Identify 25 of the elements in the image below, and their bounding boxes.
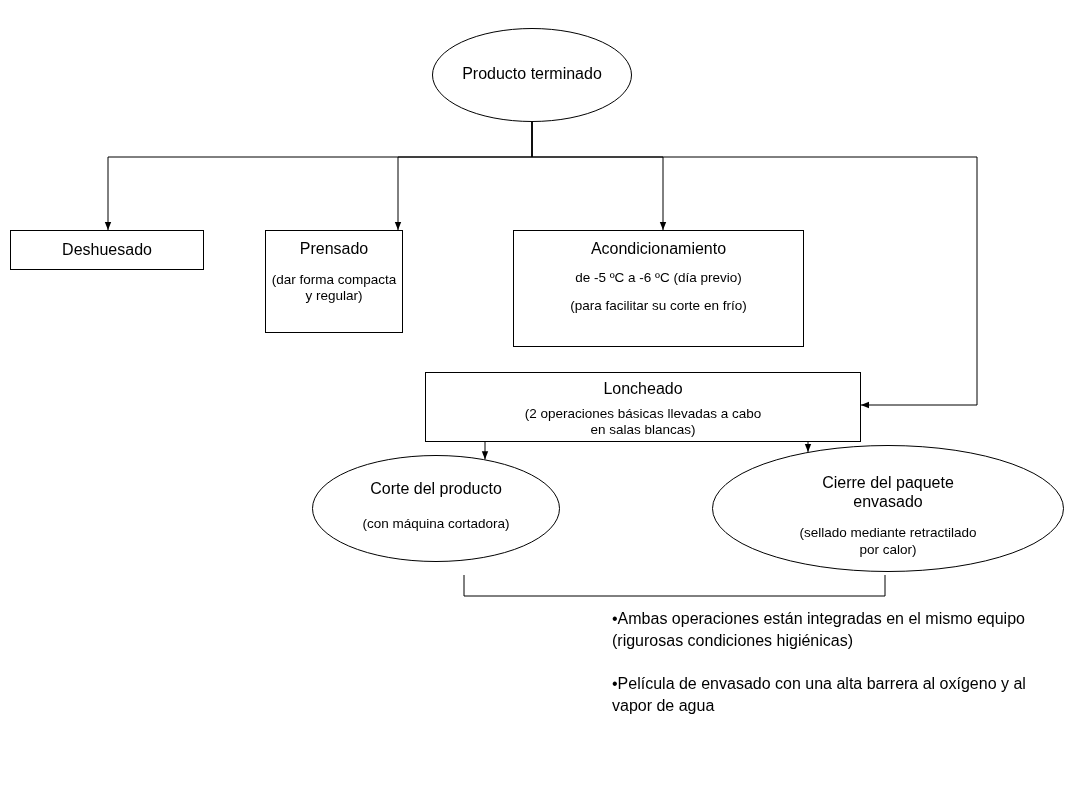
node-title: Loncheado xyxy=(603,379,683,399)
arrow xyxy=(804,441,812,453)
node-title: Producto terminado xyxy=(462,64,602,84)
process-ellipse xyxy=(312,455,560,562)
node-note: (para facilitar su corte en frío) xyxy=(570,298,747,315)
node-title: Cierre del paquete envasado xyxy=(821,473,955,512)
node-title: Acondicionamiento xyxy=(590,239,727,259)
process-box xyxy=(265,230,403,333)
process-box xyxy=(10,230,204,270)
node-note: (sellado mediante retractilado por calor) xyxy=(798,525,978,558)
node-note: (con máquina cortadora) xyxy=(362,516,510,533)
node-title: Corte del producto xyxy=(370,479,502,499)
node-title: Prensado xyxy=(299,239,369,259)
node-note: (2 operaciones básicas llevadas a cabo en salas blancas) xyxy=(523,406,763,439)
process-ellipse xyxy=(432,28,632,122)
note-text: •Película de envasado con una alta barrera al oxígeno y al vapor de agua xyxy=(612,674,1027,716)
process-ellipse xyxy=(712,445,1064,572)
arrow xyxy=(531,121,978,409)
note-text: •Ambas operaciones están integradas en el mismo equipo (rigurosas condiciones higiénicas) xyxy=(612,609,1026,651)
process-box xyxy=(513,230,804,347)
node-note: de -5 ºC a -6 ºC (día previo) xyxy=(575,270,742,287)
arrow xyxy=(481,441,489,460)
process-box xyxy=(425,372,861,442)
node-note: (dar forma compacta y regular) xyxy=(270,272,398,305)
node-title: Deshuesado xyxy=(62,240,152,260)
